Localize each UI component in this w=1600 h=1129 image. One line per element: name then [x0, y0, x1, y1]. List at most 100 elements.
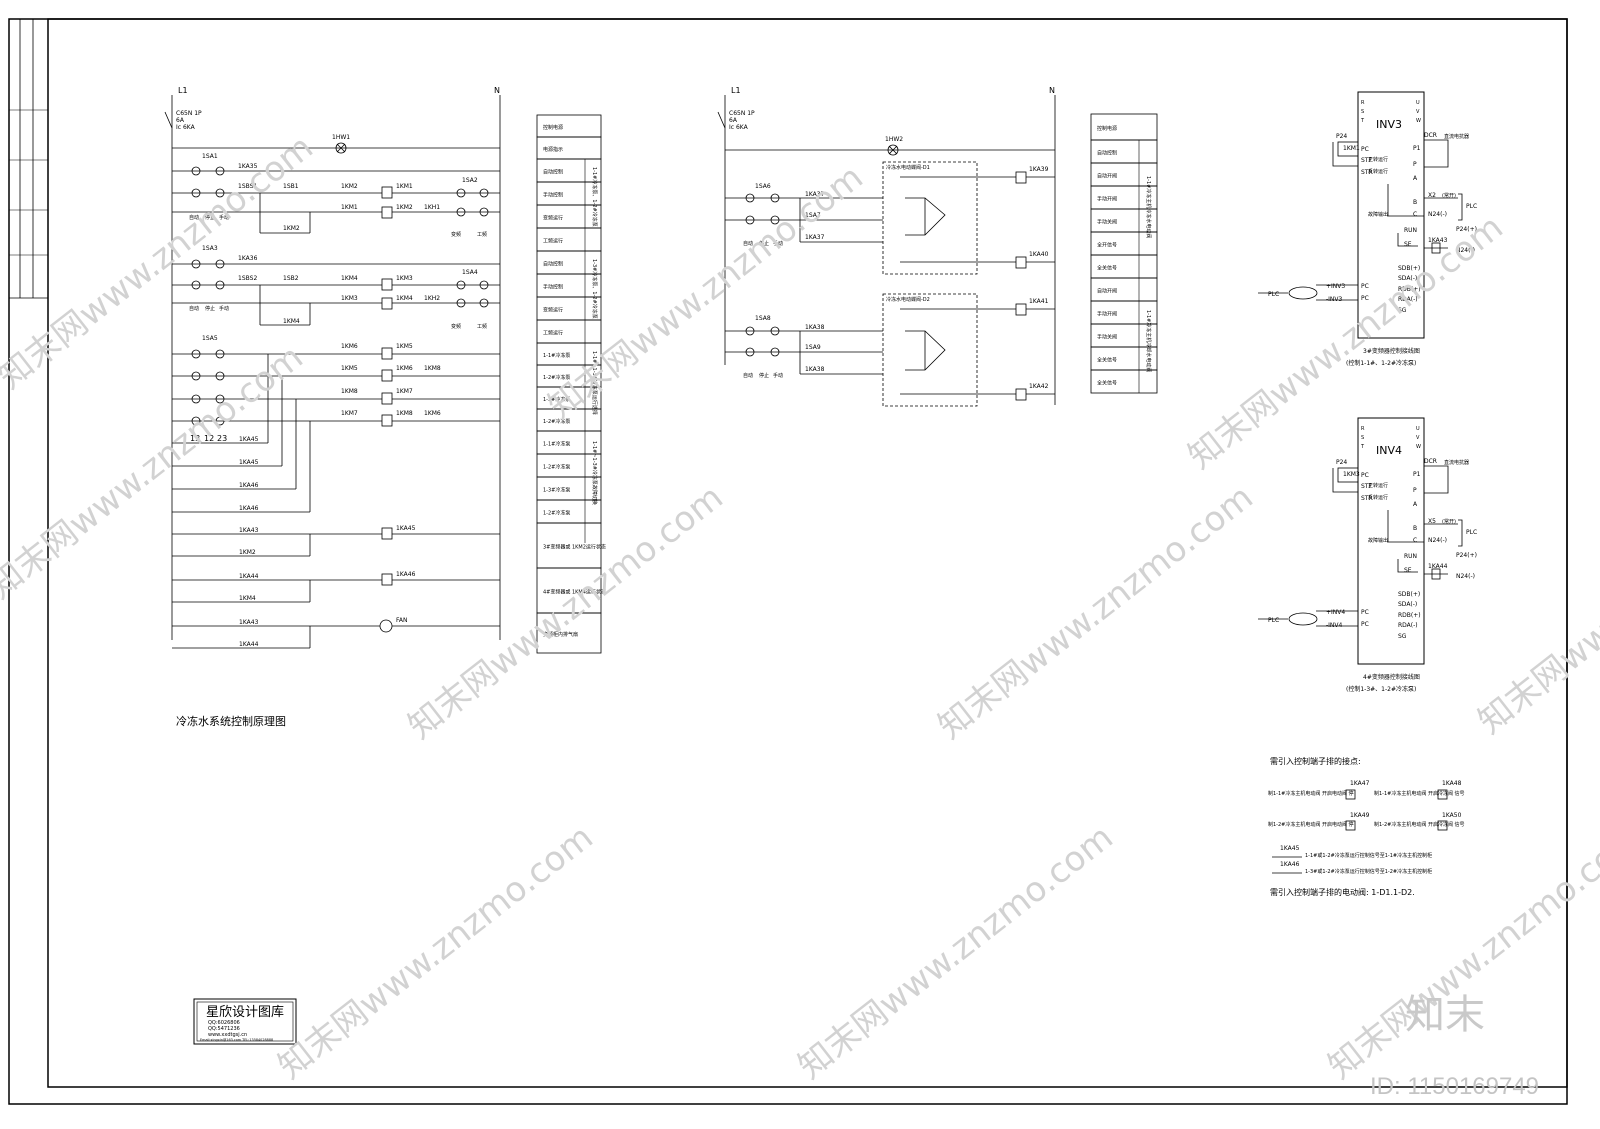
- svg-text:1SB1: 1SB1: [283, 183, 299, 190]
- inverter-terminal-label: 1KA44: [1428, 563, 1448, 570]
- left-diagram-labels: L1 N C65N 1P 6A Ic 6KA 1HW1 1SA1 1SA3 1S…: [176, 86, 500, 728]
- inverter-terminal-label: PC: [1361, 295, 1369, 302]
- svg-text:1KM2: 1KM2: [239, 549, 256, 556]
- breaker-ic: Ic 6KA: [176, 124, 196, 131]
- inverter-terminal-label: SDA(-): [1398, 601, 1417, 608]
- table-row-label: 自动控制: [1097, 150, 1117, 157]
- svg-text:手动: 手动: [773, 240, 783, 247]
- inverter-terminal-label: SG: [1398, 307, 1407, 314]
- table-row-label: 自动开阀: [1097, 173, 1117, 180]
- svg-text:正转运行: 正转运行: [1368, 156, 1388, 163]
- designer-stamp: 星欣设计图库 QQ:6026806 QQ:5471236 www.xxdtgsj…: [193, 998, 297, 1045]
- svg-text:自动: 自动: [743, 372, 753, 379]
- svg-text:1KM4: 1KM4: [283, 318, 300, 325]
- inverter-terminal-label: RDA(-): [1398, 622, 1418, 629]
- svg-text:FAN: FAN: [396, 617, 408, 624]
- inverter-terminal-label: A: [1413, 175, 1418, 182]
- switch-pos: 手动: [219, 305, 229, 312]
- svg-text:U: U: [1416, 100, 1420, 106]
- svg-text:1KM5: 1KM5: [396, 343, 413, 350]
- inverter-terminal-label: PLC: [1268, 291, 1279, 298]
- svg-text:1KM7: 1KM7: [341, 410, 358, 417]
- svg-text:W: W: [1416, 444, 1421, 450]
- table-row-label: 1-2#冷冻泵: [543, 418, 570, 425]
- switch-pos: 自动: [189, 214, 199, 221]
- inverter-terminal-label: P24: [1336, 459, 1347, 466]
- svg-text:1KA46: 1KA46: [239, 482, 259, 489]
- inverter-terminal-label: B: [1413, 199, 1417, 206]
- table-cell: [1090, 369, 1158, 394]
- inverter-terminal-label: PLC: [1466, 203, 1477, 210]
- switch-pos: 工频: [477, 231, 487, 238]
- inverter-terminal-label: RDA(-): [1398, 296, 1418, 303]
- svg-text:S: S: [1361, 109, 1364, 115]
- svg-text:1KM2: 1KM2: [396, 204, 413, 211]
- valve-note: 需引入控制端子排的电动阀: 1-D1.1-D2.: [1270, 887, 1415, 897]
- inverter-subcaption: (控制1-3#、1-2#冷冻泵): [1346, 685, 1416, 693]
- svg-text:1KA49: 1KA49: [1350, 812, 1370, 819]
- inverter-terminal-label: C: [1413, 537, 1417, 544]
- svg-text:T: T: [1360, 444, 1365, 450]
- switch-pos: 停止: [205, 305, 215, 312]
- table-row-label: 变频运行: [543, 307, 563, 314]
- switch-pos: 手动: [219, 214, 229, 221]
- table-row-label: 自动控制: [543, 169, 563, 176]
- svg-text:1KM8: 1KM8: [424, 365, 441, 372]
- svg-text:1SA6: 1SA6: [755, 183, 771, 190]
- svg-text:1KM8: 1KM8: [396, 410, 413, 417]
- switch-label: 1SA1: [202, 153, 218, 160]
- svg-text:1KA50: 1KA50: [1442, 812, 1462, 819]
- svg-text:制1-2#冷冻主机电动阀 开启电动阀 停: 制1-2#冷冻主机电动阀 开启电动阀 停: [1268, 821, 1354, 828]
- switch-label: 1SA3: [202, 245, 218, 252]
- table-row-label: 全关信号: [1097, 380, 1117, 387]
- inverter-terminal-label: N24(-): [1456, 247, 1475, 254]
- svg-text:正转运行: 正转运行: [1368, 482, 1388, 489]
- svg-text:1KA48: 1KA48: [1442, 780, 1462, 787]
- inverter-terminal-label: DCR: [1424, 132, 1437, 139]
- inverter-terminal-label: PC: [1361, 146, 1369, 153]
- svg-text:停止: 停止: [759, 372, 769, 379]
- table-group-label: 1-1#冷冻主机冷却水电动阀: [1145, 310, 1152, 372]
- svg-text:直流电抗器: 直流电抗器: [1444, 133, 1469, 140]
- svg-text:1KA37: 1KA37: [805, 191, 825, 198]
- watermark: 知末网www.znzmo.com: [541, 157, 871, 427]
- inverter-terminal-label: -INV3: [1326, 296, 1343, 303]
- table-group-label: 1-1#~1-3#冷冻泵故障切换: [591, 441, 598, 505]
- svg-text:T: T: [1360, 118, 1365, 124]
- svg-text:Email:xingxin@163.com TEL:1358: Email:xingxin@163.com TEL:13584028888: [200, 1038, 273, 1042]
- neutral-label: N: [494, 86, 500, 95]
- watermark: 知末网www.znzmo.com: [271, 817, 601, 1087]
- switch-pos: 工频: [477, 323, 487, 330]
- watermark: 知末网www.znzmo.com: [401, 477, 731, 747]
- inverter-name: INV4: [1376, 444, 1402, 457]
- svg-text:1KA36: 1KA36: [238, 255, 258, 262]
- inverter-terminal-label: P: [1413, 161, 1417, 168]
- table-cell: [536, 612, 602, 654]
- inverter-terminal-label: PC: [1361, 621, 1369, 628]
- table-row-label: 全开信号: [1097, 242, 1117, 249]
- svg-text:1SA9: 1SA9: [805, 344, 821, 351]
- svg-text:1KM4: 1KM4: [396, 295, 413, 302]
- valve-label: 冷冻水电动蝶阀-D1: [886, 164, 930, 171]
- inverter-terminal-label: 1KA43: [1428, 237, 1448, 244]
- relay-label: 1KA42: [1029, 383, 1049, 390]
- svg-text:制1-2#冷冻主机电动阀 开启冷冻阀 信号: 制1-2#冷冻主机电动阀 开启冷冻阀 信号: [1374, 821, 1465, 828]
- svg-text:1KM3: 1KM3: [396, 275, 413, 282]
- svg-text:1KA43: 1KA43: [239, 619, 259, 626]
- relay-label: 1KA39: [1029, 166, 1049, 173]
- table-row-label: 自动控制: [543, 261, 563, 268]
- inverter-terminal-label: N24(-): [1428, 537, 1447, 544]
- table-row-label: 1-3#冷冻泵: [543, 396, 570, 403]
- svg-text:1KH2: 1KH2: [424, 295, 440, 302]
- switch-pos: 停止: [205, 214, 215, 221]
- table-row-label: 手动控制: [543, 192, 563, 199]
- svg-text:www.xxdtgsj.cn: www.xxdtgsj.cn: [208, 1032, 247, 1038]
- table-row-label: 1-3#冷冻泵: [543, 487, 570, 494]
- line-label: L1: [178, 86, 188, 95]
- table-row-label: 手动开阀: [1097, 196, 1117, 203]
- inverter-terminal-label: RDB(+): [1398, 612, 1421, 619]
- breaker-rating: 6A: [176, 117, 185, 124]
- svg-text:(常开): (常开): [1442, 192, 1456, 199]
- svg-text:W: W: [1416, 118, 1421, 124]
